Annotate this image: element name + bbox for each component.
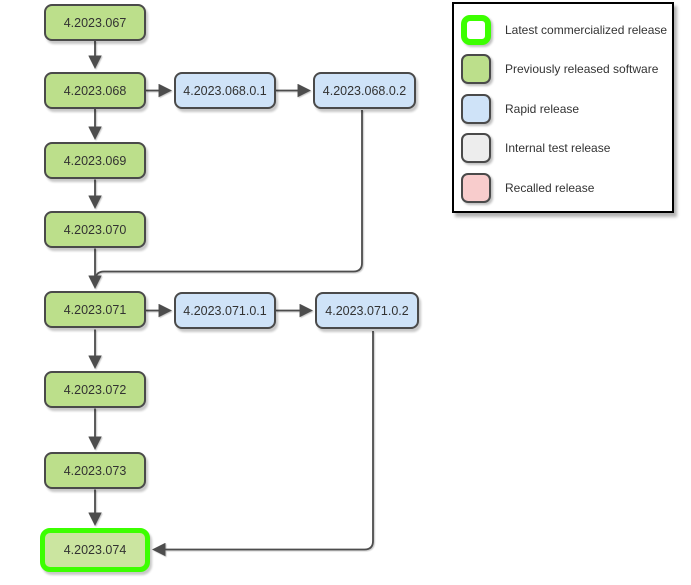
- legend-item-label: Previously released software: [505, 62, 659, 77]
- release-node-4-2023-067: 4.2023.067: [44, 4, 146, 41]
- legend-item-label: Latest commercialized release: [505, 22, 668, 37]
- release-node-label: 4.2023.067: [63, 15, 127, 30]
- release-node-label: 4.2023.068.0.2: [322, 83, 407, 98]
- release-node-label: 4.2023.068.0.1: [183, 83, 267, 98]
- release-node-4-2023-070: 4.2023.070: [44, 211, 146, 248]
- release-node-4-2023-071: 4.2023.071: [44, 291, 146, 328]
- recalled-release-swatch: [461, 172, 491, 203]
- release-node-4-2023-071-0-2: 4.2023.071.0.2: [315, 292, 419, 329]
- release-node-label: 4.2023.071.0.1: [183, 303, 267, 318]
- previously-released-swatch: [461, 54, 491, 85]
- edge-068-0-2-071: [94, 110, 363, 282]
- release-node-label: 4.2023.071: [63, 302, 127, 317]
- legend-item-latest: Latest commercialized release: [461, 10, 672, 50]
- release-node-4-2023-073: 4.2023.073: [44, 452, 146, 489]
- release-node-4-2023-068-0-1: 4.2023.068.0.1: [174, 72, 276, 109]
- legend-item-label: Recalled release: [505, 180, 595, 195]
- edge-071-0-2-074: [151, 331, 374, 557]
- legend-item-rapid-release: Rapid release: [461, 89, 672, 129]
- rapid-release-swatch: [461, 93, 491, 124]
- release-node-label: 4.2023.071.0.2: [325, 303, 409, 318]
- release-node-4-2023-072: 4.2023.072: [44, 371, 146, 408]
- legend-item-label: Rapid release: [505, 101, 580, 116]
- legend-item-label: Internal test release: [505, 141, 611, 156]
- release-node-label: 4.2023.069: [63, 153, 127, 168]
- internal-test-swatch: [461, 133, 491, 164]
- release-node-label: 4.2023.072: [63, 382, 127, 397]
- release-node-4-2023-068: 4.2023.068: [44, 72, 146, 109]
- legend-item-internal-test: Internal test release: [461, 129, 672, 169]
- release-node-label: 4.2023.074: [63, 543, 127, 557]
- legend: Latest commercialized release Previously…: [452, 2, 674, 213]
- release-node-label: 4.2023.068: [63, 83, 127, 98]
- release-node-4-2023-069: 4.2023.069: [44, 142, 146, 179]
- release-node-4-2023-071-0-1: 4.2023.071.0.1: [174, 292, 276, 329]
- release-node-4-2023-074: 4.2023.074: [40, 528, 150, 572]
- release-node-4-2023-068-0-2: 4.2023.068.0.2: [313, 72, 416, 109]
- legend-item-previously-released: Previously released software: [461, 50, 672, 90]
- release-node-label: 4.2023.073: [63, 463, 127, 478]
- legend-item-recalled: Recalled release: [461, 168, 672, 208]
- latest-release-swatch: [461, 14, 491, 45]
- release-node-label: 4.2023.070: [63, 222, 127, 237]
